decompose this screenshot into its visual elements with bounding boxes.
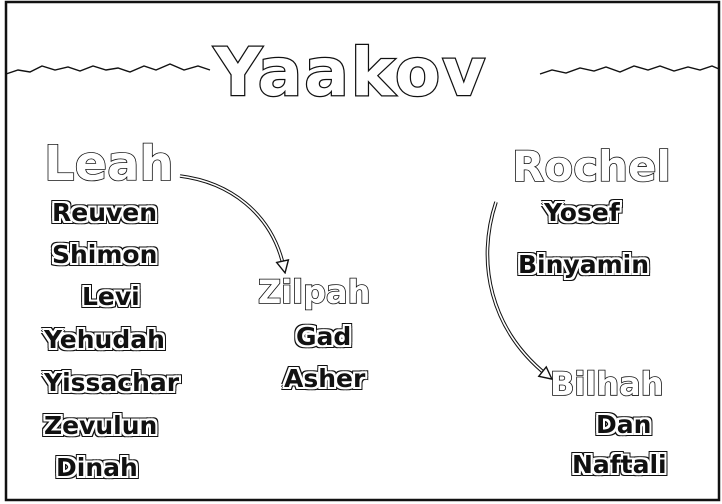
child-name: Yehudah <box>44 325 165 354</box>
page-title: Yaakov <box>213 34 488 111</box>
child-name: Levi <box>82 282 140 311</box>
arrow-rochel-to-bilhah <box>485 201 550 378</box>
child-name: Dan <box>596 410 652 439</box>
child-name: Dinah <box>56 453 138 482</box>
child-name: Shimon <box>52 240 158 269</box>
child-name: Yosef <box>544 198 620 227</box>
child-name: Naftali <box>572 450 667 479</box>
child-name: Asher <box>284 364 366 393</box>
page-border <box>4 0 721 502</box>
child-name: Reuven <box>52 198 158 227</box>
torn-paper-edge <box>5 63 720 75</box>
child-name: Zevulun <box>44 411 158 440</box>
child-name: Yissachar <box>44 368 180 397</box>
wife-name-bilhah: Bilhah <box>549 365 664 403</box>
child-name: Binyamin <box>518 250 650 279</box>
wife-name-zilpah: Zilpah <box>257 273 371 311</box>
wife-name-rochel: Rochel <box>511 142 671 191</box>
wife-name-leah: Leah <box>43 136 174 192</box>
child-name: Gad <box>296 322 352 351</box>
arrow-leah-to-zilpah <box>179 174 286 269</box>
